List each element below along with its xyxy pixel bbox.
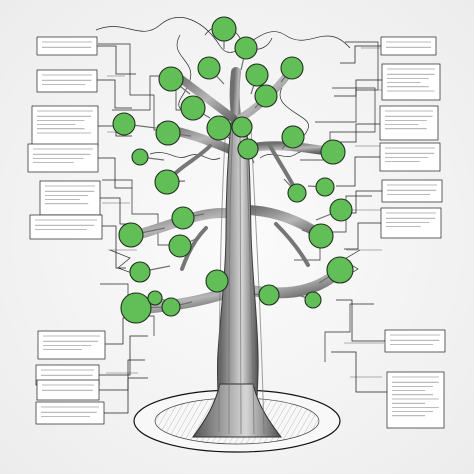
- connector-12: [334, 79, 382, 97]
- tree-node-26: [205, 269, 229, 293]
- label-card-14: [379, 142, 441, 172]
- label-card-7: [37, 330, 106, 360]
- tree-node-28: [326, 256, 354, 284]
- branch-small-right-b: [274, 222, 310, 267]
- tree-node-6: [180, 95, 206, 121]
- branch-small-left-b: [180, 226, 208, 271]
- tree-node-15: [237, 138, 259, 160]
- tree-node-21: [329, 198, 353, 222]
- connector-9: [99, 359, 145, 391]
- label-card-12: [381, 63, 441, 101]
- connector-17: [336, 299, 385, 342]
- connector-5: [100, 197, 136, 225]
- label-card-6: [29, 214, 103, 240]
- connector-11: [340, 45, 381, 64]
- connector-18: [331, 351, 387, 393]
- connector-14: [336, 156, 380, 187]
- tree-node-30: [147, 290, 163, 306]
- tree-node-9: [112, 112, 136, 136]
- label-card-15: [381, 179, 443, 203]
- tree-node-32: [304, 291, 322, 309]
- label-card-11: [380, 36, 437, 56]
- label-card-18: [386, 371, 445, 429]
- connector-1: [97, 45, 136, 75]
- tree-node-11: [206, 115, 232, 141]
- connector-8: [99, 335, 148, 376]
- tree-node-16: [320, 139, 346, 165]
- tree-node-22: [118, 222, 144, 248]
- tree-node-10: [155, 120, 181, 146]
- label-card-2: [36, 69, 98, 93]
- tree-node-13: [281, 125, 305, 149]
- tree-node-8: [254, 84, 278, 108]
- tree-node-20: [171, 206, 195, 230]
- tree-node-23: [168, 234, 192, 258]
- label-card-13: [379, 105, 439, 141]
- tree-nodes: [112, 16, 354, 324]
- connector-2: [97, 79, 132, 109]
- tree-node-14: [131, 148, 149, 166]
- label-card-4: [27, 143, 99, 173]
- tree-node-7: [245, 63, 269, 87]
- label-card-3: [31, 105, 99, 147]
- tree-node-31: [161, 297, 181, 317]
- label-card-5: [39, 180, 101, 216]
- tree-trunk: [133, 122, 341, 453]
- label-card-1: [36, 36, 98, 56]
- tree-node-4: [280, 56, 304, 80]
- connector-6: [102, 225, 126, 269]
- connector-4: [98, 157, 132, 189]
- tree-node-25: [129, 261, 151, 283]
- label-card-9: [36, 379, 100, 401]
- tree-node-3: [197, 56, 221, 80]
- connector-13: [336, 123, 380, 143]
- tree-node-17: [154, 169, 180, 195]
- tree-node-5: [158, 66, 184, 92]
- tree-node-1: [211, 16, 237, 42]
- connector-10: [104, 377, 148, 414]
- tree-node-18: [287, 183, 307, 203]
- connector-16: [344, 222, 381, 250]
- tree-node-19: [315, 177, 335, 197]
- label-card-10: [35, 401, 105, 425]
- tree-node-24: [308, 223, 334, 249]
- label-card-17: [384, 329, 446, 353]
- tree-node-29: [120, 292, 152, 324]
- tree-node-12: [231, 116, 253, 138]
- label-cards: [27, 36, 446, 429]
- tree-node-2: [234, 36, 258, 60]
- label-card-16: [380, 207, 442, 239]
- tree-node-27: [258, 284, 280, 306]
